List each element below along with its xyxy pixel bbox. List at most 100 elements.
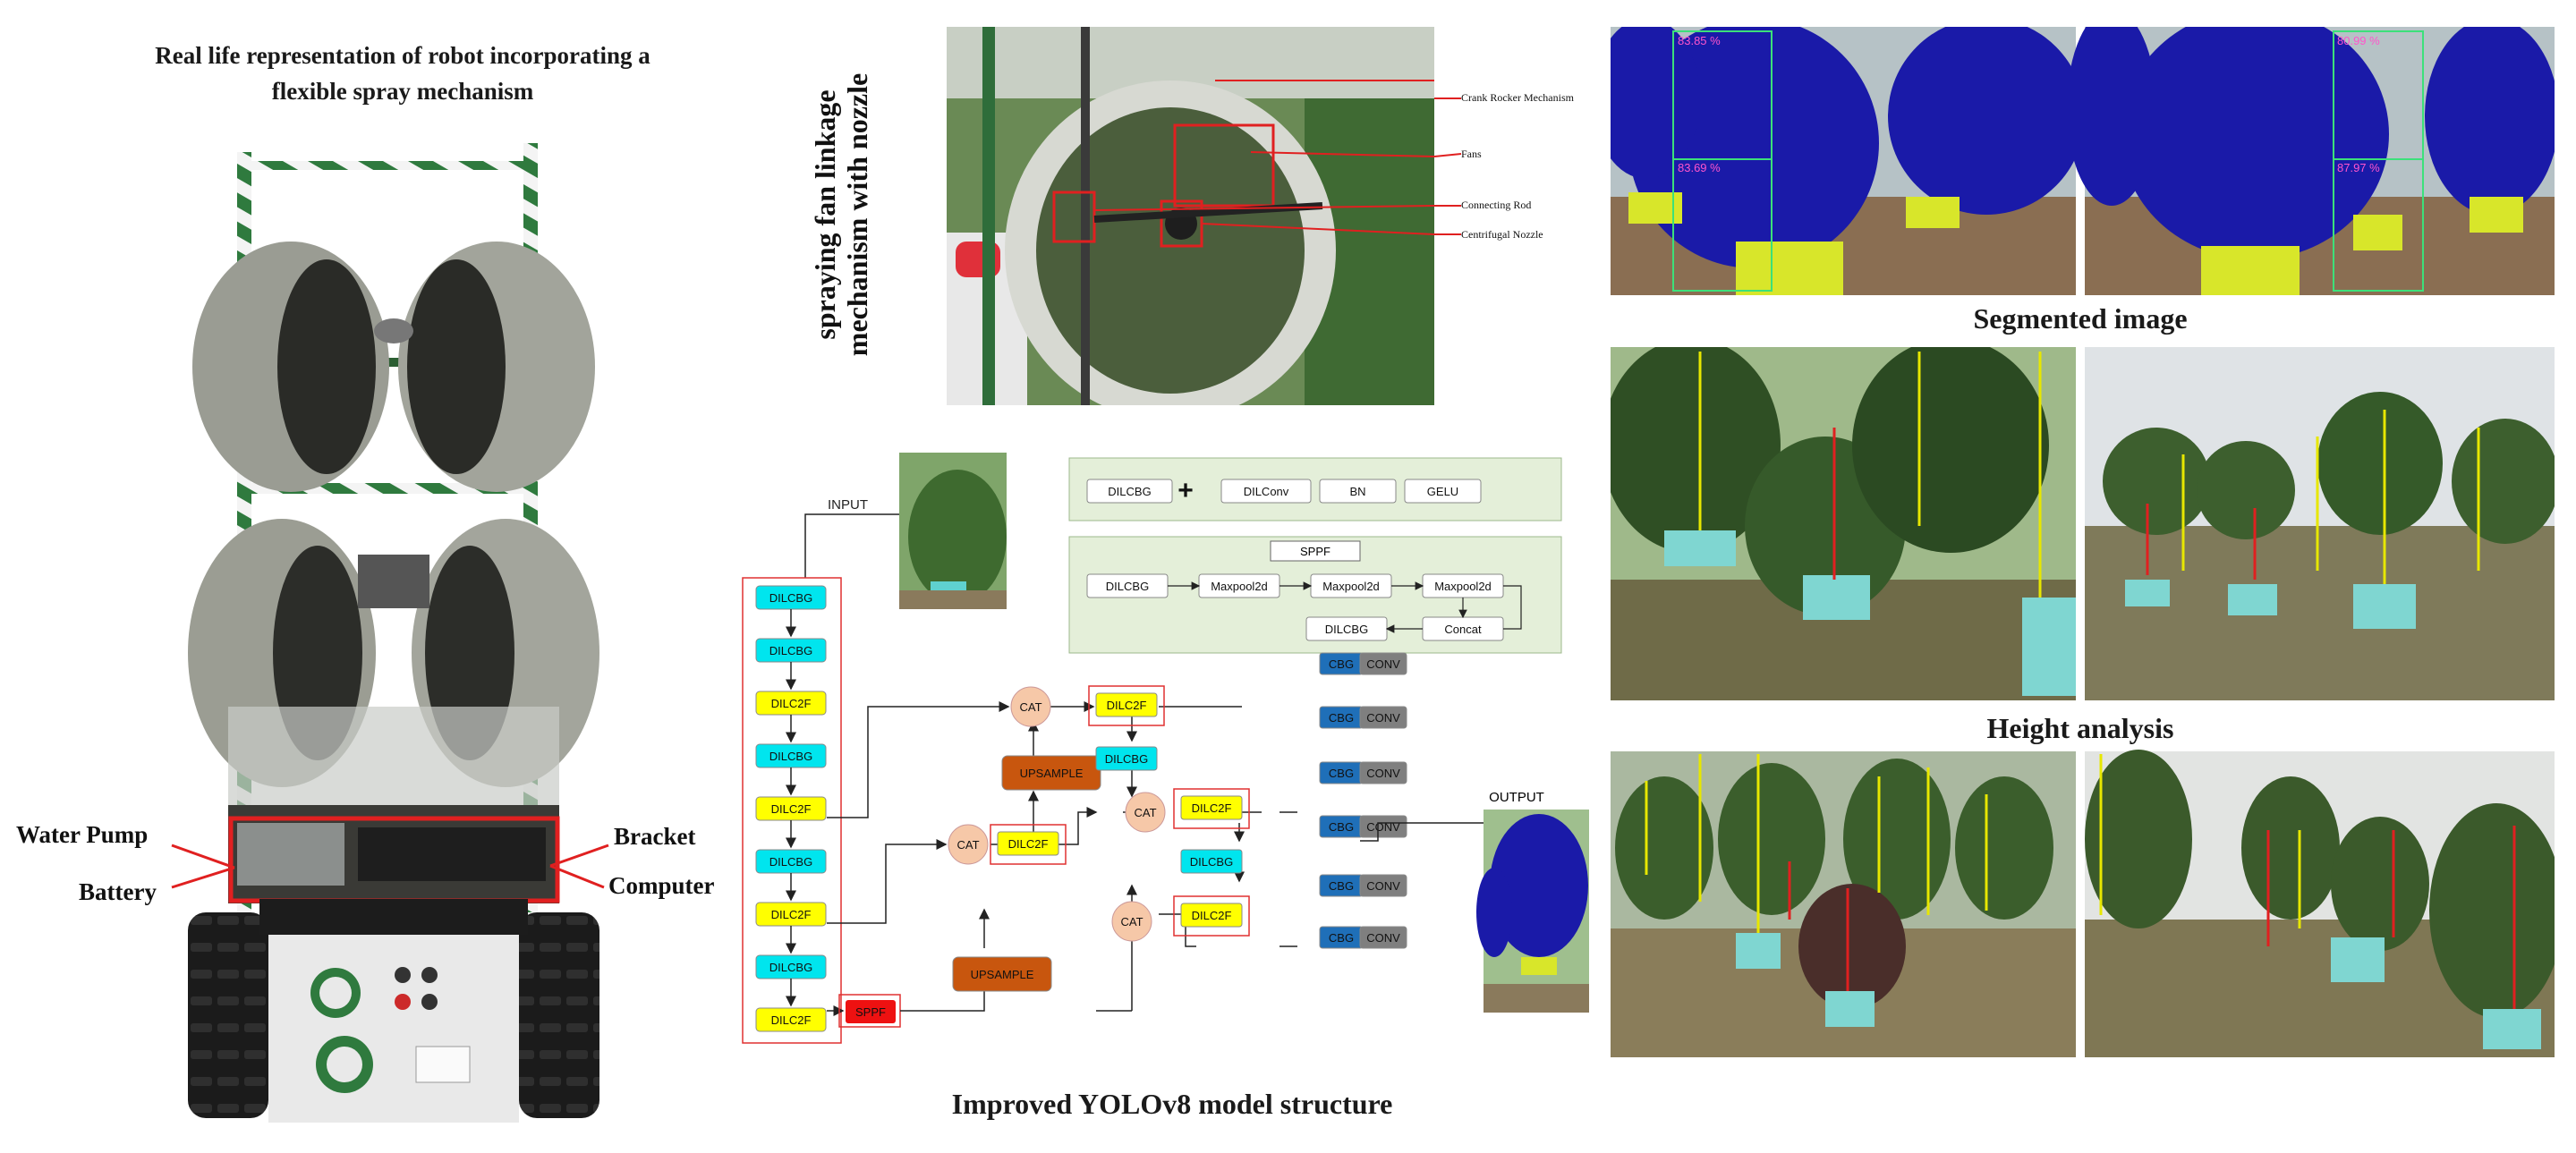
neck-cbg-1-label: DILCBG [1190, 855, 1233, 869]
backbone-block-4-label: DILC2F [771, 802, 812, 816]
segmented-caption: Segmented image [1973, 302, 2188, 335]
label-bracket: Bracket [614, 823, 696, 850]
sppf-detail-0-label: DILCBG [1106, 580, 1149, 593]
neck-c2f-2-box [1180, 795, 1243, 820]
legend-item-4-box [1404, 479, 1482, 504]
head-conv-4-box [1359, 874, 1407, 897]
neck-c2f-0-label: DILC2F [1008, 837, 1049, 851]
legend-item-2-label: DILConv [1244, 485, 1289, 498]
backbone-block-5-label: DILCBG [769, 855, 812, 869]
cat-node-2 [1125, 792, 1166, 833]
head-conv-3-box [1359, 815, 1407, 838]
input-image [899, 453, 1007, 609]
output-label: OUTPUT [1489, 790, 1544, 805]
neck-cbg-1-box [1180, 849, 1243, 874]
neck-c2f-3-label: DILC2F [1192, 909, 1232, 922]
backbone-block-8-box [755, 1007, 827, 1032]
spray-title-line2: mechanism with nozzle [841, 72, 873, 357]
legend-item-0-label: DILCBG [1108, 485, 1151, 498]
upsample-node-1-label: UPSAMPLE [1020, 767, 1084, 780]
robot-photo [161, 134, 626, 1127]
upsample-node-0-box [952, 956, 1052, 992]
head-conv-2-box [1359, 761, 1407, 784]
callout-rod: Connecting Rod [1461, 199, 1532, 211]
detection-left-mid: 83.69 % [1678, 161, 1721, 174]
neck-c2f-1-box [1095, 692, 1158, 717]
backbone-border [742, 577, 842, 1044]
spray-mechanism-illustration [947, 27, 1434, 405]
head-conv-2-label: CONV [1366, 767, 1400, 780]
label-computer: Computer [608, 872, 715, 899]
legend-item-4-label: GELU [1427, 485, 1458, 498]
cat-node-label-3: CAT [1120, 915, 1143, 928]
spray-title-line1: spraying fan linkage [809, 89, 841, 340]
output-image [1476, 810, 1589, 1013]
sppf-detail-5-label: DILCBG [1325, 623, 1368, 636]
height-analysis-images-bottom [1611, 750, 2555, 1057]
height-image-top-right [2085, 347, 2555, 700]
callout-crank: Crank Rocker Mechanism [1461, 91, 1574, 104]
head-cbg-4-label: CBG [1329, 879, 1354, 893]
backbone-block-8-label: DILC2F [771, 1013, 812, 1027]
legend-item-2-box [1220, 479, 1312, 504]
robot-title-line2: flexible spray mechanism [271, 78, 534, 105]
segmented-image-left: 83.85 % 83.69 % [1611, 27, 2085, 295]
callout-fans: Fans [1461, 148, 1482, 160]
height-image-bottom-right [2085, 750, 2555, 1057]
legend-item-0-box [1086, 479, 1173, 504]
head-conv-0-box [1359, 652, 1407, 675]
label-battery: Battery [79, 878, 157, 905]
height-caption: Height analysis [1986, 712, 2174, 744]
backbone-block-6-label: DILC2F [771, 908, 812, 921]
cat-node-label-0: CAT [956, 838, 979, 852]
callout-nozzle: Centrifugal Nozzle [1461, 228, 1543, 241]
robot-title-line1: Real life representation of robot incorp… [155, 42, 650, 69]
head-cbg-3-label: CBG [1329, 820, 1354, 834]
input-label: INPUT [828, 497, 868, 513]
model-caption: Improved YOLOv8 model structure [951, 1088, 1393, 1120]
cat-node-label-2: CAT [1134, 806, 1156, 819]
head-cbg-1-label: CBG [1329, 711, 1354, 725]
height-image-top-left [1611, 347, 2076, 700]
head-conv-0-label: CONV [1366, 657, 1400, 671]
neck-c2f-2-label: DILC2F [1192, 801, 1232, 815]
spray-vertical-title: spraying fan linkage mechanism with nozz… [787, 36, 895, 394]
detection-right-top: 80.99 % [2337, 34, 2380, 47]
height-image-bottom-left [1611, 751, 2076, 1057]
backbone-column: DILCBGDILCBGDILC2FDILCBGDILC2FDILCBGDILC… [755, 585, 845, 1032]
cat-node-0 [948, 824, 989, 865]
legend-item-3-box [1319, 479, 1397, 504]
callout-leaders [1434, 97, 1462, 235]
spray-mechanism-photo [947, 27, 1434, 405]
backbone-block-1-label: DILCBG [769, 644, 812, 657]
neck-cbg-0-box [1095, 746, 1158, 771]
sppf-panel-title: SPPF [1300, 545, 1331, 558]
detection-left-top: 83.85 % [1678, 34, 1721, 47]
cat-node-1 [1010, 686, 1051, 727]
neck-cbg-0-label: DILCBG [1105, 752, 1148, 766]
head-conv-1-box [1359, 706, 1407, 729]
neck-c2f-0-box [997, 831, 1059, 856]
sppf-block [846, 1000, 896, 1023]
head-cbg-0-label: CBG [1329, 657, 1354, 671]
detection-right-mid: 87.97 % [2337, 161, 2380, 174]
head-conv-4-label: CONV [1366, 879, 1400, 893]
sppf-detail-3-label: Maxpool2d [1434, 580, 1492, 593]
sppf-detail-1-label: Maxpool2d [1211, 580, 1268, 593]
backbone-block-3-label: DILCBG [769, 750, 812, 763]
robot-illustration [188, 143, 599, 1123]
cat-node-3 [1111, 901, 1152, 942]
backbone-block-2-label: DILC2F [771, 697, 812, 710]
sppf-detail-2-label: Maxpool2d [1322, 580, 1380, 593]
head-conv-1-label: CONV [1366, 711, 1400, 725]
sppf-block-label: SPPF [855, 1005, 886, 1019]
head-cbg-5-label: CBG [1329, 931, 1354, 945]
neck-nodes: CATCATCATCATUPSAMPLEUPSAMPLEDILC2FDILC2F… [948, 685, 1250, 992]
upsample-node-1-box [1001, 755, 1101, 791]
neck-c2f-3-box [1180, 903, 1243, 928]
segmented-image-right: 80.99 % 87.97 % [2067, 27, 2555, 295]
robot-title: Real life representation of robot incorp… [36, 38, 769, 109]
